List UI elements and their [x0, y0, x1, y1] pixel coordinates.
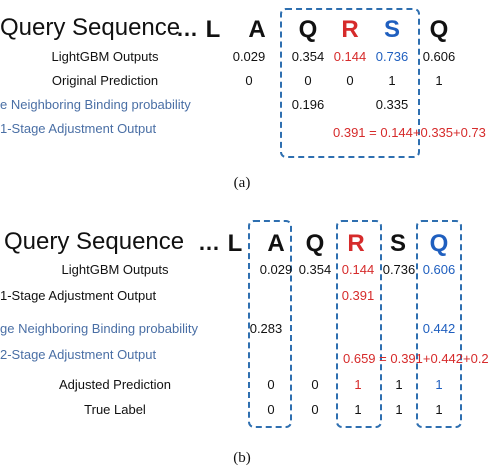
panel-a-stage1-label: 1-Stage Adjustment Output [0, 121, 157, 136]
panel-a-original-value: 0 [304, 73, 312, 88]
panel-b-stage1-label: 1-Stage Adjustment Output [0, 288, 157, 303]
panel-b-residue-Q: Q [305, 230, 325, 257]
panel-b-truth-value: 1 [354, 402, 362, 417]
panel-b-residue-S: S [389, 230, 406, 257]
panel-b-residue-R: R [347, 230, 365, 257]
panel-b-focus-box-A [248, 220, 292, 428]
panel-a-focus-box [280, 8, 420, 158]
panel-b-adjusted-value: 0 [311, 377, 319, 392]
panel-b-adjusted-value: 1 [354, 377, 362, 392]
panel-b-focus-box-R [336, 220, 382, 428]
panel-b-lightgbm-value: 0.736 [382, 262, 416, 277]
panel-b-residue-A: A [267, 230, 285, 257]
panel-b-focus-box-Q [416, 220, 462, 428]
panel-a-original-value: 1 [388, 73, 396, 88]
panel-a-residue-A: A [248, 16, 266, 43]
panel-b-truth-label: True Label [84, 402, 146, 417]
panel-a-original-label: Original Prediction [51, 73, 159, 88]
panel-b-stage1-value: 0.391 [341, 288, 375, 303]
panel-a-residue-R: R [341, 16, 359, 43]
panel-a-stage1-formula: 0.391 = 0.144+0.335+0.73 [333, 125, 486, 140]
panel-a-neighbor-value: 0.335 [375, 97, 409, 112]
panel-a-residue-Q: Q [298, 16, 318, 43]
panel-a-original-value: 0 [245, 73, 253, 88]
panel-b-stage2-label: 2-Stage Adjustment Output [0, 347, 157, 362]
panel-b-adjusted-value: 0 [267, 377, 275, 392]
panel-a-lightgbm-value: 0.144 [333, 49, 367, 64]
panel-a-lightgbm-value: 0.354 [291, 49, 325, 64]
panel-a-residue-S: S [383, 16, 400, 43]
panel-b-lightgbm-value: 0.029 [259, 262, 293, 277]
panel-b-adjusted-value: 1 [435, 377, 443, 392]
panel-a-lightgbm-value: 0.736 [375, 49, 409, 64]
panel-a-lightgbm-value: 0.029 [232, 49, 266, 64]
panel-b-adjusted-label: Adjusted Prediction [58, 377, 171, 392]
panel-b-residue-Q2: Q [429, 230, 449, 257]
panel-a-title: Query Sequence [0, 14, 181, 41]
panel-b-lightgbm-label: LightGBM Outputs [61, 262, 169, 277]
panel-a-lightgbm-label: LightGBM Outputs [51, 49, 159, 64]
panel-b-truth-value: 1 [395, 402, 403, 417]
panel-a-residue-L: L [205, 16, 221, 43]
panel-b-truth-value: 0 [311, 402, 319, 417]
panel-a-neighbor-value: 0.196 [291, 97, 325, 112]
panel-b-title: Query Sequence [4, 228, 185, 255]
panel-b-lightgbm-value: 0.144 [341, 262, 375, 277]
panel-b-neighbor-value: 0.442 [422, 321, 456, 336]
panel-a-original-value: 1 [435, 73, 443, 88]
panel-b-caption: (b) [233, 450, 251, 466]
panel-a-lightgbm-value: 0.606 [422, 49, 456, 64]
panel-b-adjusted-value: 1 [395, 377, 403, 392]
panel-b-neighbor-value: 0.283 [249, 321, 283, 336]
panel-a-residue-Q2: Q [429, 16, 449, 43]
panel-b-neighbor-label: ge Neighboring Binding probability [0, 321, 199, 336]
panel-a-original-value: 0 [346, 73, 354, 88]
panel-b-truth-value: 1 [435, 402, 443, 417]
panel-b-lightgbm-value: 0.354 [298, 262, 332, 277]
panel-a-neighbor-label: e Neighboring Binding probability [0, 97, 191, 112]
panel-a-ellipsis: … [176, 16, 198, 41]
panel-b-lightgbm-value: 0.606 [422, 262, 456, 277]
panel-a-caption: (a) [233, 175, 251, 191]
panel-b-stage2-formula: 0.659 = 0.391+0.442+0.2 [343, 351, 489, 366]
panel-b-ellipsis: … [198, 230, 220, 255]
panel-b-residue-L: L [227, 230, 243, 257]
panel-b-truth-value: 0 [267, 402, 275, 417]
